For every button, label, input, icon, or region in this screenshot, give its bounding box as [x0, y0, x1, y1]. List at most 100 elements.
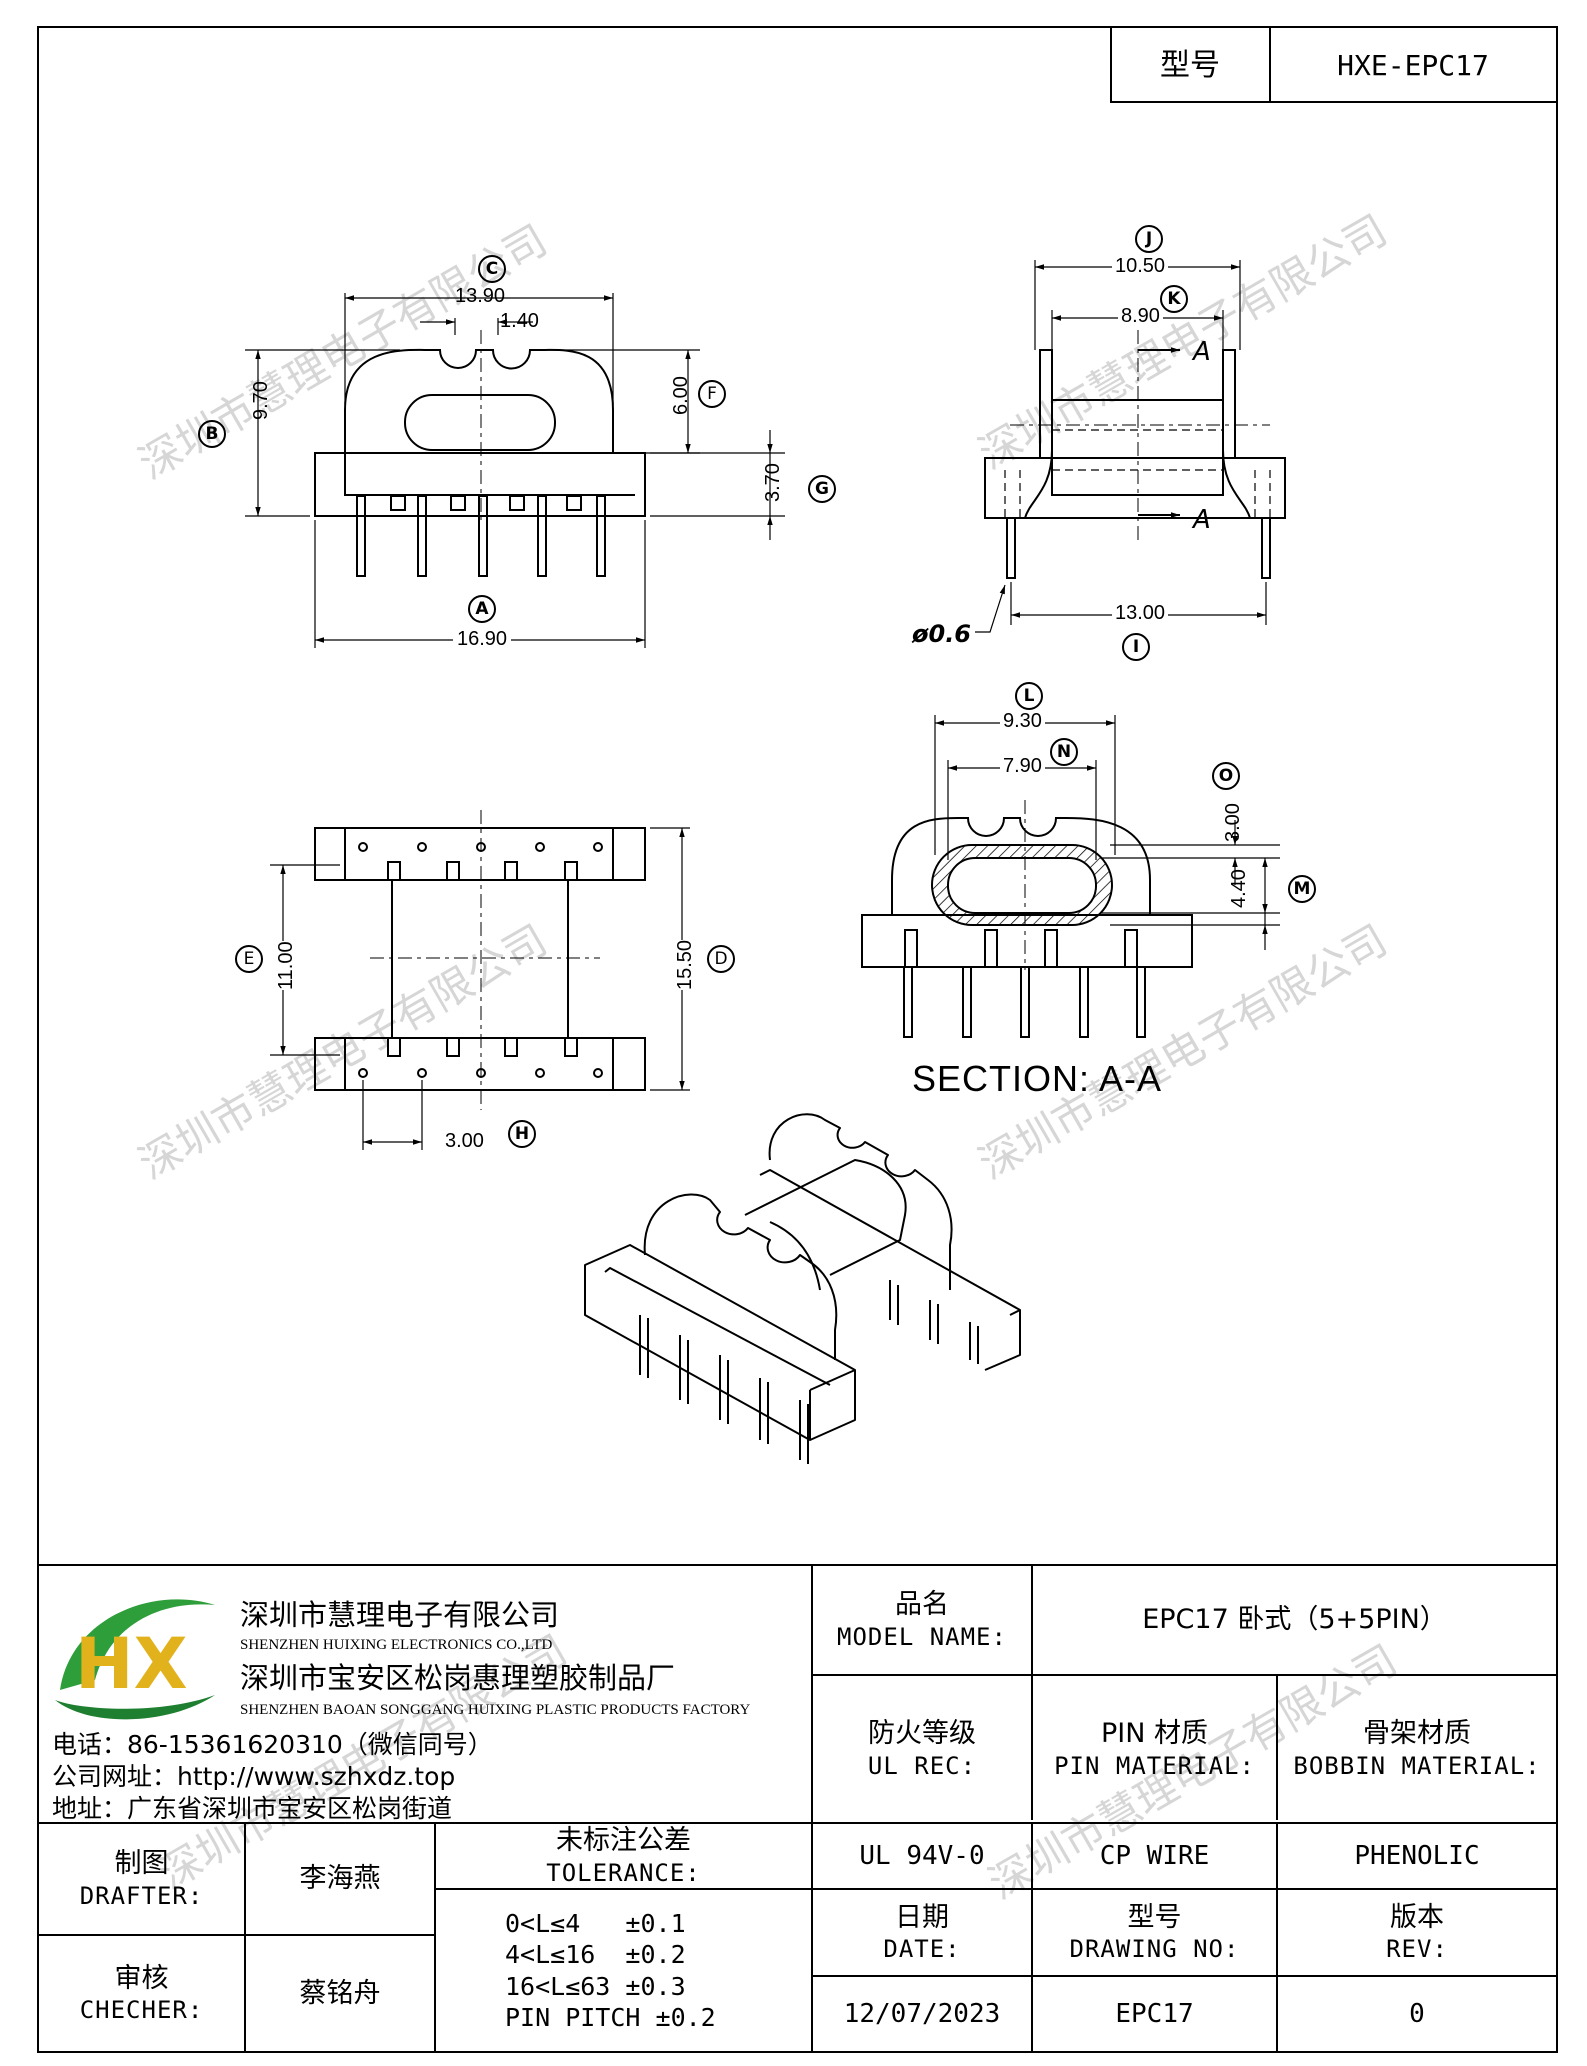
section-mark-top: A [1191, 337, 1211, 367]
pin-diameter-label: ø0.6 [912, 620, 972, 648]
watermark-text: 深圳市慧理电子有限公司 [971, 205, 1396, 478]
bubble-j: J [1135, 225, 1163, 253]
dim-value-a: 16.90 [453, 628, 512, 651]
checker-name: 蔡铭舟 [299, 1977, 381, 2009]
rev-en: REV: [1386, 1935, 1448, 1964]
fire-rating-cn: 防火等级 [868, 1718, 976, 1750]
dim-value-c-sub: 1.40 [500, 310, 539, 332]
checker-cn: 审核 [114, 1962, 169, 1994]
bubble-l: L [1015, 682, 1043, 710]
rev-value: 0 [1409, 1998, 1425, 2029]
bubble-h: H [508, 1120, 536, 1148]
watermark-text: 深圳市慧理电子有限公司 [131, 915, 556, 1188]
fire-rating-en: UL REC: [867, 1751, 977, 1780]
drawing-no-value: EPC17 [1115, 1998, 1194, 2029]
bobbin-material-en: BOBBIN MATERIAL: [1293, 1751, 1541, 1780]
fire-rating-label-cell: 防火等级 UL REC: [812, 1675, 1032, 1823]
tolerance-row: 4<L≤16 ±0.2 [505, 1940, 686, 1970]
dim-value-d: 15.50 [674, 939, 697, 990]
bubble-m: M [1288, 875, 1316, 903]
dim-value-e: 11.00 [275, 941, 298, 990]
drafter-label-cell: 制图 DRAFTER: [38, 1823, 245, 1935]
section-title: SECTION: A-A [912, 1058, 1163, 1099]
checker-en: CHECHER: [79, 1996, 204, 2025]
header-model-value: HXE-EPC17 [1337, 49, 1489, 82]
logo-text: HX [75, 1623, 188, 1705]
section-view [861, 817, 1193, 1038]
dim-value-h: 3.00 [445, 1130, 484, 1152]
tolerance-row: 16<L≤63 ±0.3 [505, 1971, 686, 2001]
bubble-n: N [1050, 738, 1078, 766]
fire-rating-value: UL 94V-0 [859, 1840, 985, 1871]
dim-value-g: 3.70 [762, 463, 784, 502]
date-label-cell: 日期 DATE: [812, 1889, 1032, 1976]
drawing-no-value-cell: EPC17 [1032, 1976, 1277, 2052]
dim-value-l: 9.30 [1000, 710, 1045, 733]
pin-material-cn: PIN 材质 [1100, 1718, 1209, 1750]
tolerance-label-cell: 未标注公差 TOLERANCE: [435, 1823, 812, 1889]
watermark-text: 深圳市慧理电子有限公司 [971, 915, 1396, 1188]
tolerance-row: 0<L≤4 ±0.1 [505, 1909, 686, 1938]
section-mark-bottom: A [1191, 505, 1211, 535]
bobbin-material-cn: 骨架材质 [1363, 1718, 1471, 1750]
bobbin-material-value-cell: PHENOLIC [1277, 1823, 1557, 1889]
drawing-no-label-cell: 型号 DRAWING NO: [1032, 1889, 1277, 1976]
bobbin-material-value: PHENOLIC [1354, 1840, 1480, 1871]
front-dimensions [245, 293, 785, 648]
pin-material-value: CP WIRE [1099, 1840, 1210, 1871]
bubble-b: B [198, 420, 226, 448]
dim-value-k: 8.90 [1118, 305, 1163, 328]
pin-material-value-cell: CP WIRE [1032, 1823, 1277, 1889]
drawing-no-en: DRAWING NO: [1069, 1935, 1240, 1964]
pin-material-label-cell: PIN 材质 PIN MATERIAL: [1032, 1675, 1277, 1823]
front-view [314, 348, 646, 577]
rev-value-cell: 0 [1277, 1976, 1557, 2052]
company-name-en: SHENZHEN HUIXING ELECTRONICS CO.,LTD [240, 1637, 553, 1653]
bubble-e: E [235, 945, 263, 973]
fire-rating-value-cell: UL 94V-0 [812, 1823, 1032, 1889]
bubble-o: O [1212, 762, 1240, 790]
dim-value-j: 10.50 [1112, 255, 1169, 278]
bubble-d: D [707, 945, 735, 973]
model-name-value-cell: EPC17 卧式（5+5PIN） [1032, 1565, 1557, 1675]
model-name-value: EPC17 卧式（5+5PIN） [1142, 1604, 1447, 1636]
factory-name-en: SHENZHEN BAOAN SONGGANG HUIXING PLASTIC … [240, 1702, 751, 1718]
company-address: 地址：广东省深圳市宝安区松岗街道 [52, 1794, 453, 1823]
checker-name-cell: 蔡铭舟 [245, 1935, 435, 2052]
checker-label-cell: 审核 CHECHER: [38, 1935, 245, 2052]
bubble-a: A [468, 595, 496, 623]
model-name-cn: 品名 [895, 1589, 949, 1621]
company-website: 公司网址：http://www.szhxdz.top [52, 1762, 456, 1791]
factory-name-cn: 深圳市宝安区松岗惠理塑胶制品厂 [240, 1661, 676, 1695]
section-markers [1138, 347, 1180, 518]
tolerance-en: TOLERANCE: [546, 1858, 701, 1887]
date-value-cell: 12/07/2023 [812, 1976, 1032, 2052]
drafter-cn: 制图 [114, 1848, 169, 1880]
drafter-en: DRAFTER: [79, 1881, 204, 1910]
rev-cn: 版本 [1390, 1901, 1444, 1933]
header-model-label: 型号 [1160, 48, 1220, 83]
company-name-cn: 深圳市慧理电子有限公司 [240, 1598, 560, 1632]
isometric-view [584, 1113, 1021, 1464]
tolerance-cn: 未标注公差 [556, 1825, 691, 1857]
company-logo: HX [55, 1599, 215, 1720]
tolerance-values-cell: 0<L≤4 ±0.1 4<L≤16 ±0.2 16<L≤63 ±0.3 PIN … [435, 1889, 812, 2052]
model-name-label-cell: 品名 MODEL NAME: [812, 1565, 1032, 1675]
dim-value-o: 3.00 [1222, 803, 1244, 842]
dim-value-b: 9.70 [250, 381, 272, 420]
dim-value-c: 13.90 [455, 285, 506, 307]
bubble-k: K [1160, 285, 1188, 313]
drafter-name-cell: 李海燕 [245, 1823, 435, 1935]
sheet-border [37, 26, 1558, 2053]
model-name-en: MODEL NAME: [837, 1622, 1007, 1651]
dim-value-i: 13.00 [1112, 602, 1169, 625]
tolerance-row: PIN PITCH ±0.2 [505, 2002, 716, 2032]
bobbin-material-label-cell: 骨架材质 BOBBIN MATERIAL: [1277, 1675, 1557, 1823]
drawing-no-cn: 型号 [1127, 1901, 1182, 1933]
dim-value-f: 6.00 [670, 376, 692, 415]
top-view [314, 827, 646, 1091]
bubble-i: I [1122, 633, 1150, 661]
dim-value-m: 4.40 [1228, 869, 1250, 908]
